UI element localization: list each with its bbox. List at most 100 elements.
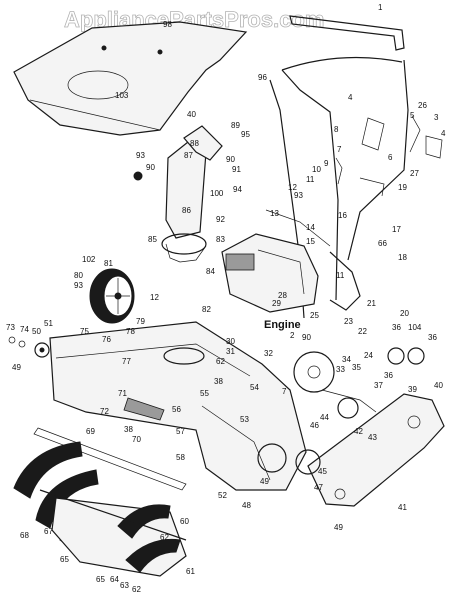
part-number: 48 (242, 501, 251, 510)
part-number: 16 (338, 211, 347, 220)
part-number: 37 (374, 381, 383, 390)
part-number: 70 (132, 435, 141, 444)
auger (13, 441, 187, 577)
part-number: 26 (418, 101, 427, 110)
part-number: 1 (378, 3, 383, 12)
part-number: 64 (110, 575, 119, 584)
part-number-labels: 1 98 103 96 4 26 5 3 4 40 89 95 8 6 27 8… (6, 3, 446, 594)
part-number: 29 (272, 299, 281, 308)
part-number: 15 (306, 237, 315, 246)
part-number: 24 (364, 351, 373, 360)
part-number: 20 (400, 309, 409, 318)
engine-block (221, 209, 361, 313)
part-number: 22 (358, 327, 367, 336)
part-number: 65 (60, 555, 69, 564)
part-number: 12 (288, 183, 297, 192)
part-number: 74 (20, 325, 29, 334)
part-number: 79 (136, 317, 145, 326)
auger-housing (49, 321, 307, 491)
part-number: 49 (260, 477, 269, 486)
part-number: 85 (148, 235, 157, 244)
part-number: 11 (336, 271, 345, 280)
part-number: 96 (258, 73, 267, 82)
part-number: 81 (104, 259, 113, 268)
part-number: 77 (122, 357, 131, 366)
part-number: 90 (226, 155, 235, 164)
part-number: 28 (278, 291, 287, 300)
part-number: 100 (210, 189, 224, 198)
part-number: 49 (12, 363, 21, 372)
bearing-parts-left (8, 336, 50, 358)
drive-pulleys (257, 347, 425, 475)
part-number: 32 (264, 349, 273, 358)
part-number: 73 (6, 323, 15, 332)
part-number: 62 (216, 357, 225, 366)
part-number: 53 (240, 415, 249, 424)
part-number: 62 (160, 533, 169, 542)
part-number: 40 (434, 381, 443, 390)
part-number: 51 (44, 319, 53, 328)
part-number: 6 (388, 153, 393, 162)
engine-label: Engine (264, 319, 301, 331)
part-number: 2 (290, 331, 295, 340)
part-number: 27 (410, 169, 419, 178)
part-number: 83 (216, 235, 225, 244)
part-number: 7 (337, 145, 342, 154)
part-number: 55 (200, 389, 209, 398)
part-number: 44 (320, 413, 329, 422)
part-number: 67 (44, 527, 53, 536)
part-number: 86 (182, 206, 191, 215)
part-number: 33 (336, 365, 345, 374)
part-number: 8 (334, 125, 339, 134)
part-number: 43 (368, 433, 377, 442)
part-number: 36 (392, 323, 401, 332)
part-number: 69 (86, 427, 95, 436)
part-number: 54 (250, 383, 259, 392)
part-number: 93 (74, 281, 83, 290)
part-number: 87 (184, 151, 193, 160)
part-number: 65 (96, 575, 105, 584)
shroud-cover (13, 21, 248, 136)
part-number: 66 (378, 239, 387, 248)
part-number: 75 (80, 327, 89, 336)
part-number: 92 (216, 215, 225, 224)
scraper-bar (33, 427, 187, 491)
part-number: 31 (226, 347, 235, 356)
part-number: 89 (231, 121, 240, 130)
part-number: 47 (314, 483, 323, 492)
part-number: 103 (115, 91, 129, 100)
part-number: 39 (408, 385, 417, 394)
part-number: 78 (126, 327, 135, 336)
part-number: 13 (270, 209, 279, 218)
part-number: 35 (352, 363, 361, 372)
part-number: 3 (434, 113, 439, 122)
part-number: 72 (100, 407, 109, 416)
part-number: 90 (146, 163, 155, 172)
part-number: 17 (392, 225, 401, 234)
part-number: 19 (398, 183, 407, 192)
part-number: 40 (187, 110, 196, 119)
part-number: 71 (118, 389, 127, 398)
part-number: 50 (32, 327, 41, 336)
belt-cover (307, 393, 445, 507)
part-number: 104 (408, 323, 422, 332)
part-number: 84 (206, 267, 215, 276)
discharge-chute (133, 125, 223, 263)
part-number: 68 (20, 531, 29, 540)
part-number: 62 (132, 585, 141, 594)
part-number: 46 (310, 421, 319, 430)
part-number: 4 (441, 129, 446, 138)
part-number: 60 (180, 517, 189, 526)
part-number: 14 (306, 223, 315, 232)
part-number: 21 (367, 299, 376, 308)
part-number: 52 (218, 491, 227, 500)
part-number: 7 (282, 387, 287, 396)
part-number: 23 (344, 317, 353, 326)
part-number: 34 (342, 355, 351, 364)
part-number: 36 (384, 371, 393, 380)
part-number: 93 (136, 151, 145, 160)
part-number: 10 (312, 165, 321, 174)
part-number: 98 (163, 20, 172, 29)
part-number: 4 (348, 93, 353, 102)
part-number: 9 (324, 159, 329, 168)
